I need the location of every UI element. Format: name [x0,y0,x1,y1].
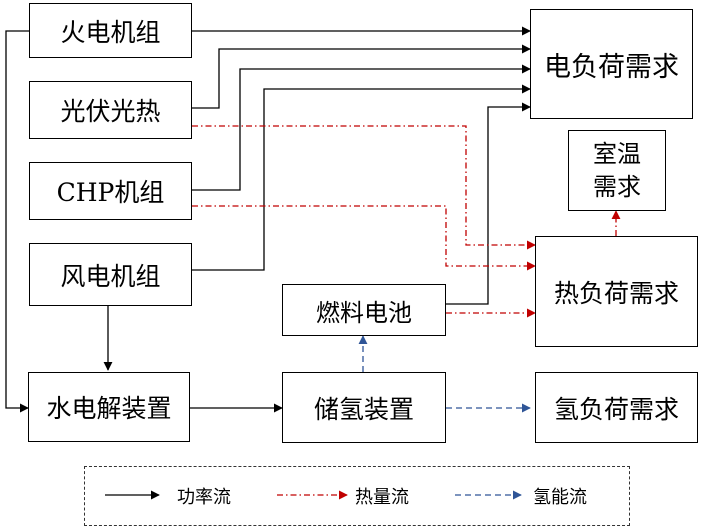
hydrogen-load-label: 氢负荷需求 [553,394,679,424]
room-temp-label-line2: 需求 [593,172,641,201]
pv-solar-thermal-label: 光伏光热 [60,97,161,126]
chp-unit-box: CHP机组 [29,162,192,220]
legend-hydrogen-flow-label: 氢能流 [533,487,587,508]
heat-load-box: 热负荷需求 [535,236,698,347]
thermal-unit-box: 火电机组 [29,3,192,58]
fuel-cell-label: 燃料电池 [316,298,412,327]
thermal-unit-label: 火电机组 [60,17,161,47]
pv-solar-thermal-box: 光伏光热 [29,81,192,139]
power-line-pv-to-elec [192,44,531,109]
heat-line-chp-to-heat [192,205,536,271]
room-temp-box: 室温 需求 [568,130,666,211]
legend-power-flow-label: 功率流 [177,487,231,508]
wind-unit-label: 风电机组 [60,261,161,291]
power-line-wind-to-elec [192,84,531,271]
electric-load-box: 电负荷需求 [530,9,693,119]
legend-heat-flow-label: 热量流 [355,487,409,508]
chp-unit-label: CHP机组 [56,178,165,207]
wind-unit-box: 风电机组 [29,243,192,306]
legend-power-line [105,490,522,500]
electrolyzer-label: 水电解装置 [46,394,172,423]
heat-line-pv-to-heat [192,125,536,250]
electrolyzer-box: 水电解装置 [28,372,190,442]
electric-load-label: 电负荷需求 [544,51,679,83]
hydrogen-storage-label: 储氢装置 [313,394,414,424]
power-line-chp-to-elec [192,64,531,191]
hydrogen-load-box: 氢负荷需求 [535,372,698,443]
heat-load-label: 热负荷需求 [553,278,679,308]
legend: 功率流 热量流 氢能流 [84,466,630,526]
room-temp-label-line1: 室温 [593,139,641,168]
power-line-fuelcell-to-elec [446,102,531,305]
hydrogen-storage-box: 储氢装置 [282,372,446,443]
fuel-cell-box: 燃料电池 [282,284,446,336]
power-line-thermal-to-electrolyzer [5,30,29,413]
